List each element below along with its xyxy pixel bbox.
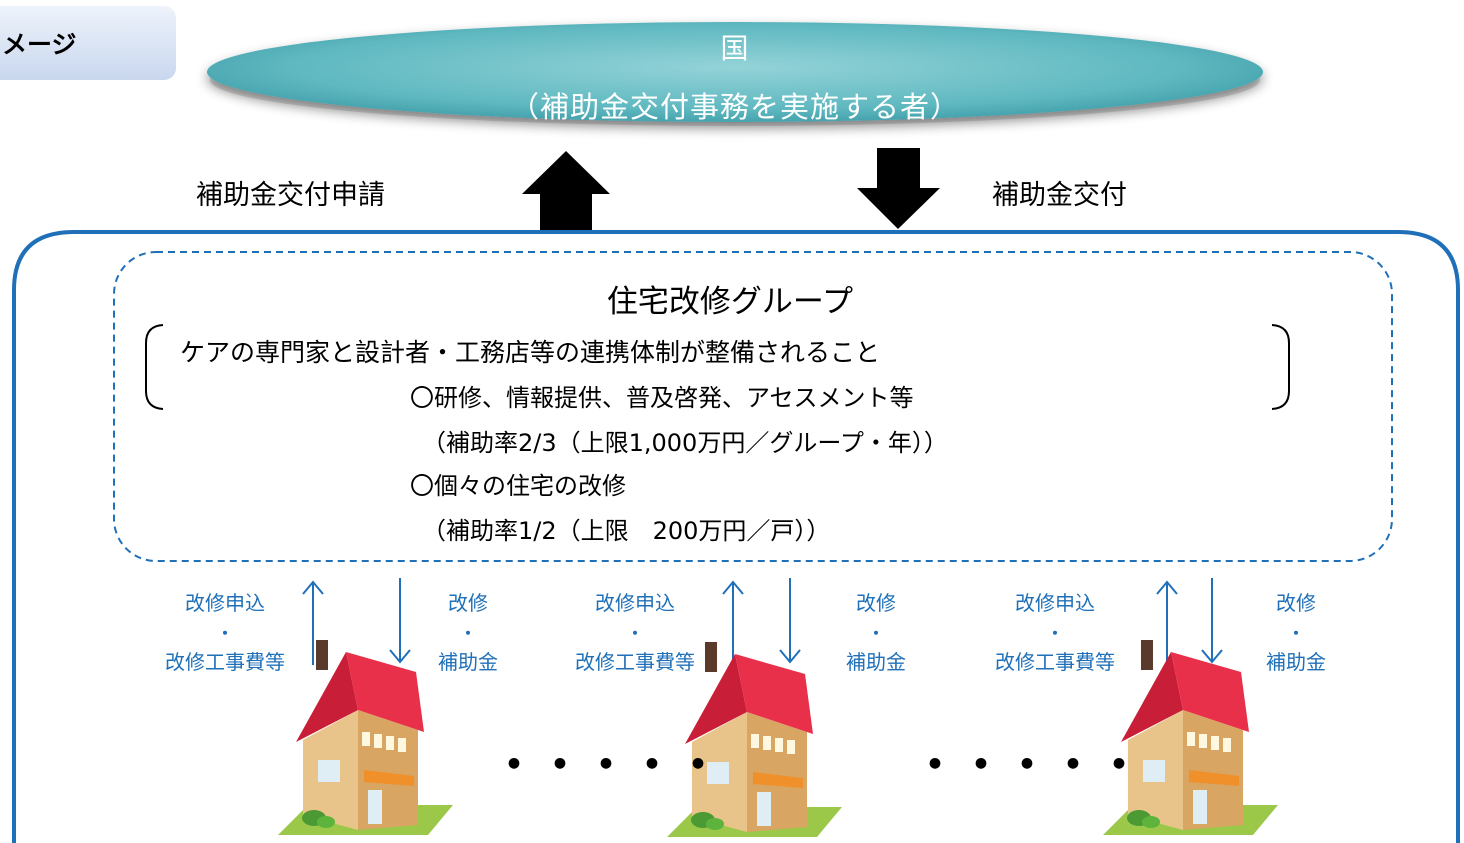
receive-label-top: 改修	[448, 591, 488, 615]
government-ellipse	[207, 22, 1263, 122]
receive-label-top: 改修	[1276, 591, 1316, 615]
receive-label-dot: ・	[1287, 624, 1304, 643]
thin-arrows	[302, 578, 1223, 665]
apply-label-top: 改修申込	[595, 591, 675, 615]
down-arrow-icon	[857, 148, 940, 229]
apply-label-top: 改修申込	[185, 591, 265, 615]
receive-label-top: 改修	[856, 591, 896, 615]
group-item-renovation-rate: （補助率1/2（上限 200万円／戸））	[422, 517, 831, 545]
right-bracket	[1271, 324, 1290, 410]
receive-label-bottom: 補助金	[846, 650, 906, 674]
ellipsis-dots: ・・・・・	[913, 740, 1143, 791]
apply-label-top: 改修申込	[1015, 591, 1095, 615]
group-title: 住宅改修グループ	[606, 284, 854, 320]
receive-label-bottom: 補助金	[1266, 650, 1326, 674]
left-bracket	[145, 324, 164, 410]
apply-label-bottom: 改修工事費等	[165, 650, 285, 674]
receive-label-dot: ・	[867, 624, 884, 643]
government-title: 国	[720, 32, 750, 65]
tab-label-text: メージ	[2, 30, 77, 59]
receive-label-bottom: 補助金	[438, 650, 498, 674]
ellipsis-dots: ・・・・・	[492, 740, 722, 791]
group-box	[113, 251, 1393, 562]
apply-label-dot: ・	[216, 624, 233, 643]
apply-label-dot: ・	[626, 624, 643, 643]
apply-label-bottom: 改修工事費等	[995, 650, 1115, 674]
page-tab-label: メージ	[0, 6, 176, 80]
outer-container	[12, 230, 1460, 843]
group-item-renovation: 〇個々の住宅の改修	[410, 472, 626, 500]
group-item-training-rate: （補助率2/3（上限1,000万円／グループ・年））	[422, 429, 948, 457]
receive-label-dot: ・	[459, 624, 476, 643]
group-item-training: 〇研修、情報提供、普及啓発、アセスメント等	[410, 384, 914, 412]
government-subtitle: （補助金交付事務を実施する者）	[509, 90, 960, 124]
apply-label-dot: ・	[1046, 624, 1063, 643]
up-arrow-icon	[522, 151, 610, 230]
subsidy-grant-label: 補助金交付	[992, 180, 1127, 211]
group-requirement: ケアの専門家と設計者・工務店等の連携体制が整備されること	[180, 338, 881, 367]
subsidy-application-label: 補助金交付申請	[196, 180, 385, 211]
apply-label-bottom: 改修工事費等	[575, 650, 695, 674]
